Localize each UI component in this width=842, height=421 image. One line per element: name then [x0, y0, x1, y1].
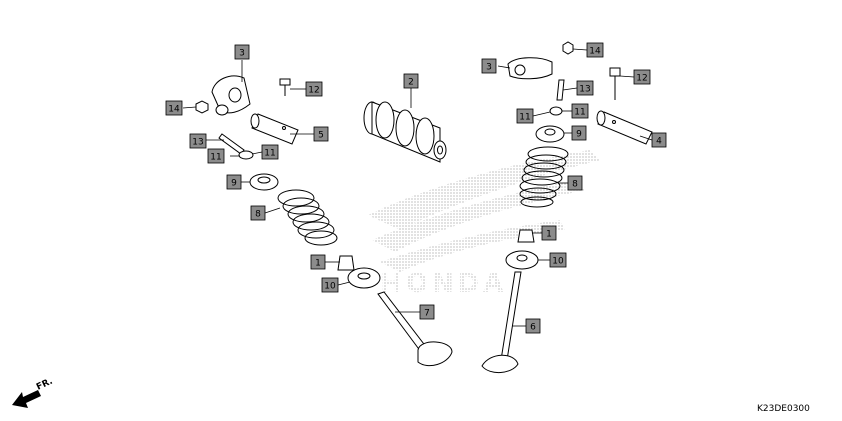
svg-text:1: 1: [546, 230, 552, 240]
left-spring-seat: [347, 267, 381, 289]
callout-11-right-b: 11: [571, 103, 589, 119]
left-valve-seal: [337, 255, 355, 271]
left-valve-spring: [277, 189, 338, 246]
svg-text:9: 9: [231, 179, 237, 189]
svg-text:10: 10: [324, 282, 336, 292]
right-nut: [562, 41, 574, 55]
callout-10-left: 10: [321, 277, 339, 293]
honda-watermark-text: HONDA: [380, 269, 507, 299]
right-spring-seat: [505, 250, 539, 270]
front-direction-indicator: FR.: [12, 377, 54, 408]
right-valve: [481, 271, 522, 373]
right-rocker-shaft: [596, 110, 653, 145]
svg-text:6: 6: [530, 323, 536, 333]
svg-text:11: 11: [519, 113, 530, 123]
left-cotter: [238, 150, 254, 160]
svg-text:11: 11: [210, 153, 221, 163]
front-direction-label: FR.: [35, 377, 54, 393]
camshaft: [363, 101, 447, 163]
callout-11-left-a: 11: [207, 148, 225, 164]
svg-text:8: 8: [572, 180, 578, 190]
callout-11-left-b: 11: [261, 144, 279, 160]
callout-9-left: 9: [226, 174, 242, 190]
svg-text:1: 1: [315, 259, 321, 269]
callout-11-right-a: 11: [516, 108, 534, 124]
honda-wing-watermark: HONDA: [368, 150, 600, 299]
svg-text:13: 13: [579, 85, 590, 95]
callout-8-left: 8: [250, 205, 266, 221]
callout-10-right: 10: [549, 252, 567, 268]
callout-1-left: 1: [310, 254, 326, 270]
right-valve-seal: [517, 229, 535, 243]
svg-text:7: 7: [424, 309, 430, 319]
callout-1-right: 1: [541, 225, 557, 241]
right-rocker-arm: [507, 57, 553, 80]
callout-6: 6: [525, 318, 541, 334]
svg-text:14: 14: [168, 105, 180, 115]
right-bolt: [609, 67, 621, 100]
callout-13-left: 13: [189, 133, 207, 149]
callout-13-right: 13: [576, 80, 594, 96]
callout-8-right: 8: [567, 175, 583, 191]
callout-9-right: 9: [571, 125, 587, 141]
left-rocker-shaft: [250, 113, 299, 145]
left-spring-retainer: [249, 173, 279, 191]
right-spring-retainer: [535, 125, 565, 143]
left-nut: [195, 100, 209, 114]
right-adjusting-screw: [556, 79, 565, 101]
callout-12-right: 12: [633, 69, 651, 85]
callout-7: 7: [419, 304, 435, 320]
callout-5: 5: [313, 126, 329, 142]
callout-14-right: 14: [586, 42, 604, 58]
callout-14-left: 14: [165, 100, 183, 116]
svg-text:10: 10: [552, 257, 564, 267]
svg-text:4: 4: [656, 137, 662, 147]
right-valve-spring: [519, 146, 569, 208]
callout-3-right: 3: [481, 58, 497, 74]
callout-12-left: 12: [305, 81, 323, 97]
svg-text:12: 12: [636, 74, 647, 84]
callout-4: 4: [651, 132, 667, 148]
svg-text:2: 2: [408, 78, 414, 88]
svg-text:8: 8: [255, 210, 261, 220]
front-arrow-icon: [12, 390, 41, 408]
left-rocker-arm: [211, 75, 251, 116]
svg-text:3: 3: [239, 49, 245, 59]
svg-text:11: 11: [264, 149, 275, 159]
left-bolt: [279, 78, 291, 96]
callout-2: 2: [403, 73, 419, 89]
svg-text:9: 9: [576, 130, 582, 140]
left-valve: [377, 291, 453, 367]
callout-3-left: 3: [234, 44, 250, 60]
svg-text:11: 11: [574, 108, 585, 118]
svg-text:14: 14: [589, 47, 601, 57]
svg-text:3: 3: [486, 63, 492, 73]
svg-text:13: 13: [192, 138, 203, 148]
drawing-code: K23DE0300: [757, 404, 810, 414]
right-cotter: [549, 106, 563, 116]
svg-text:12: 12: [308, 86, 319, 96]
svg-text:5: 5: [318, 131, 324, 141]
